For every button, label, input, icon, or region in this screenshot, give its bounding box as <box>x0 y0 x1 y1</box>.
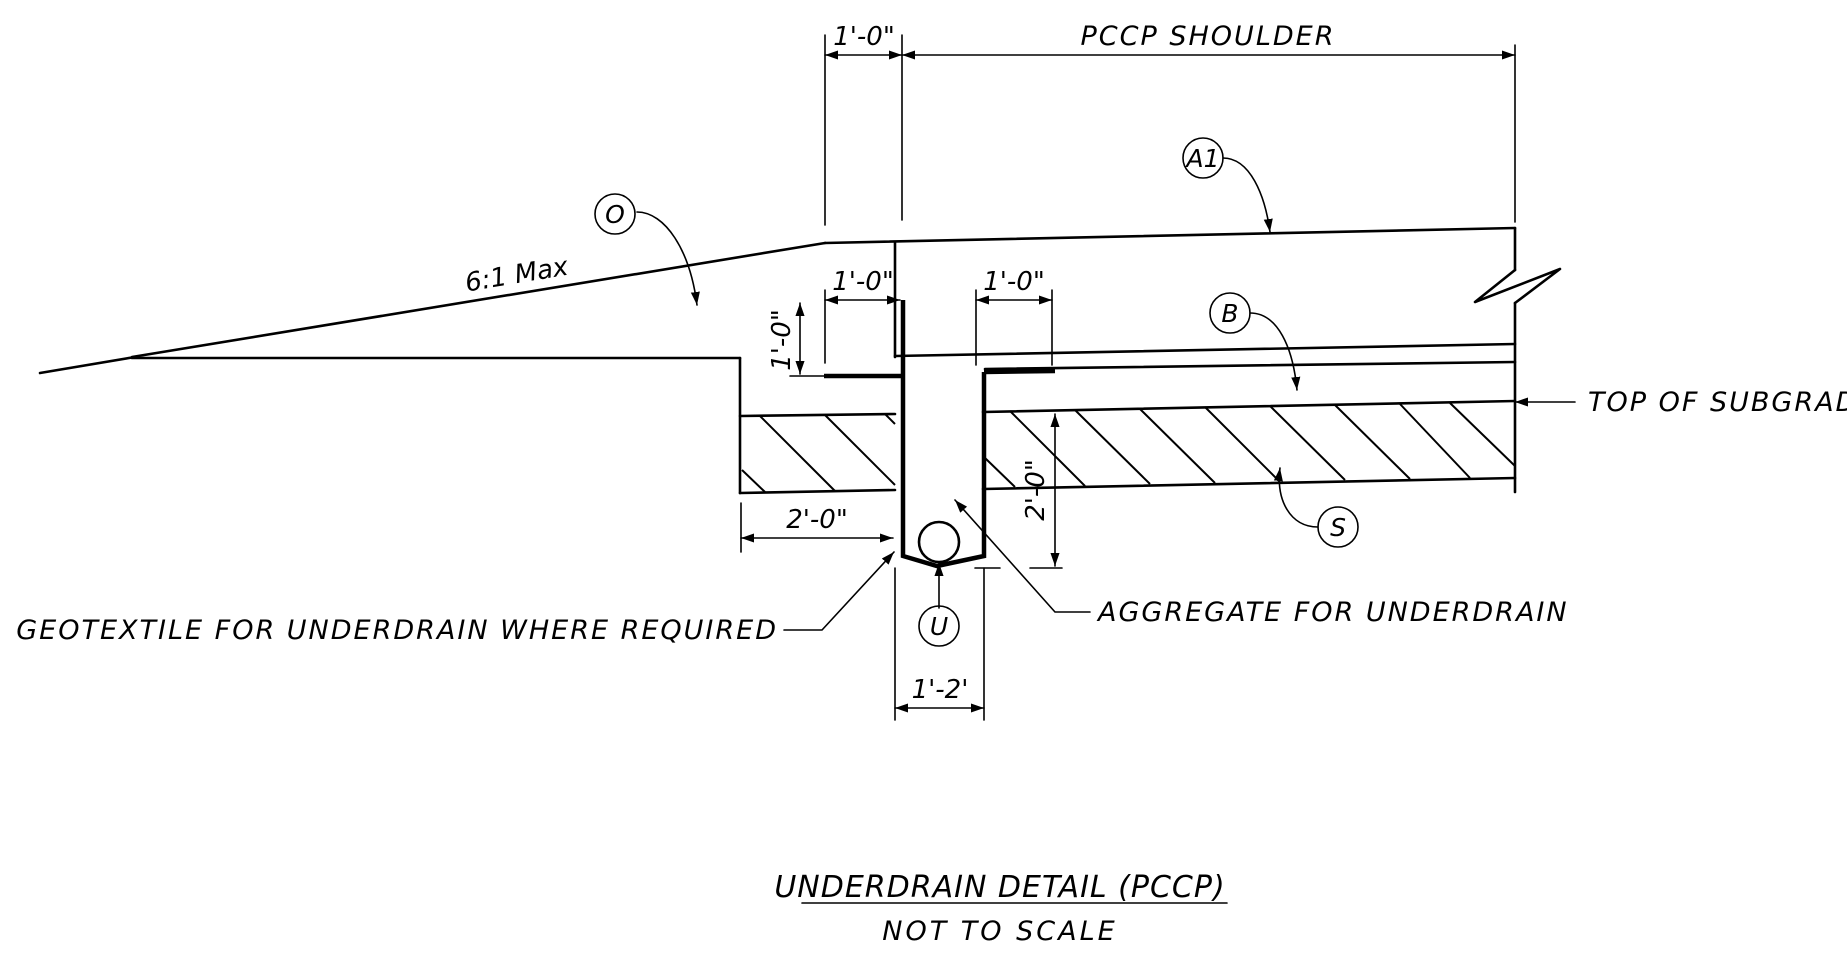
svg-text:O: O <box>605 200 625 229</box>
dim-left-offset: 2'-0" <box>786 505 848 535</box>
svg-text:A1: A1 <box>1184 144 1219 173</box>
callout-o: O <box>594 193 636 235</box>
callout-a1: A1 <box>1182 137 1224 179</box>
base-layer <box>983 360 1517 371</box>
dim-trench-depth: 2'-0" <box>1021 459 1051 521</box>
slope-label: 6:1 Max <box>463 252 571 299</box>
svg-text:B: B <box>1221 299 1238 328</box>
drawing-title: UNDERDRAIN DETAIL (PCCP) <box>774 870 1225 905</box>
aggregate-label: AGGREGATE FOR UNDERDRAIN <box>1096 597 1569 628</box>
top-of-subgrade-label: TOP OF SUBGRADE <box>1588 387 1847 418</box>
subgrade-layer-left <box>738 412 897 495</box>
underdrain-pipe <box>917 520 961 564</box>
dim-left-ledge: 1'-0" <box>832 267 894 297</box>
callout-s: S <box>1317 506 1359 548</box>
embankment-profile <box>38 241 827 495</box>
geotextile-label: GEOTEXTILE FOR UNDERDRAIN WHERE REQUIRED <box>16 615 778 646</box>
svg-text:U: U <box>930 612 948 641</box>
underdrain-trench <box>824 300 1056 569</box>
dim-trench-width: 1'-2' <box>912 675 969 705</box>
dim-right-ledge: 1'-0" <box>983 267 1045 297</box>
callout-u: U <box>918 605 960 647</box>
pccp-shoulder-label: PCCP SHOULDER <box>1081 21 1336 52</box>
pccp-shoulder-slab <box>823 226 1562 494</box>
leader-lines <box>636 157 1576 631</box>
scale-note: NOT TO SCALE <box>882 916 1117 947</box>
dim-top-width: 1'-0" <box>833 22 895 52</box>
dimension-lines <box>740 50 1516 713</box>
svg-text:S: S <box>1330 513 1346 542</box>
callout-b: B <box>1209 292 1251 334</box>
title-block: UNDERDRAIN DETAIL (PCCP) NOT TO SCALE <box>774 870 1228 947</box>
dim-ledge-depth: 1'-0" <box>767 309 797 371</box>
subgrade-layer-right <box>981 399 1517 491</box>
